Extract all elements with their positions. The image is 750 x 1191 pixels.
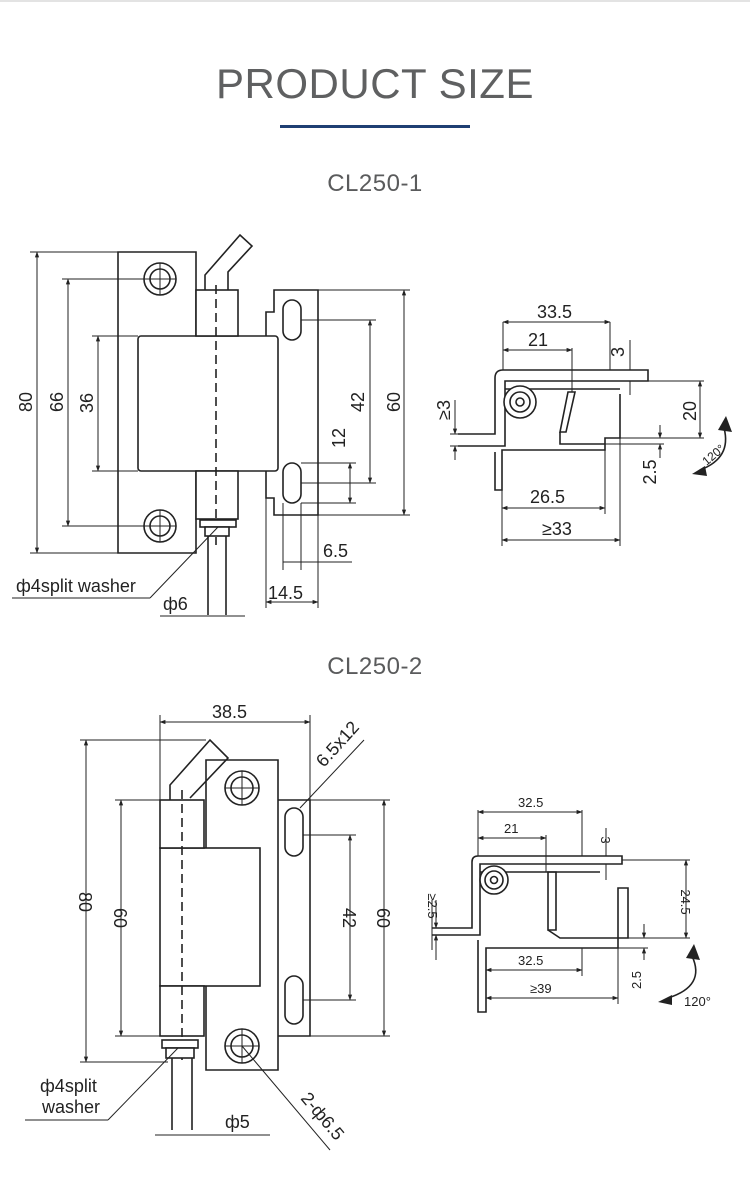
top-divider [0,0,750,2]
m2-dim-holes: 2-ф6.5 [297,1088,348,1144]
m2-top-slot [284,807,304,857]
model1-front-drawing: 80 66 36 42 60 12 6.5 14.5 [12,233,410,617]
m1-side-dim-33-5: 33.5 [537,302,572,322]
model1-side-drawing: 33.5 21 3 ≥3 20 2.5 26.5 ≥33 [434,302,732,546]
m2-side-angle: 120° [684,994,711,1009]
m2-split-washer [161,1039,199,1049]
m1-dim-14-5: 14.5 [268,583,303,603]
m2-dim-38-5: 38.5 [212,702,247,722]
m1-top-slot [282,299,302,341]
m1-dim-6-5: 6.5 [323,541,348,561]
m1-hinge-body [137,335,279,472]
m1-side-dim-ge33: ≥33 [542,519,572,539]
m1-side-dim-26-5: 26.5 [530,487,565,507]
model2-front-drawing: 38.5 6.5x12 80 60 42 60 ф4split washer ф… [25,702,393,1151]
m1-side-dim-ge3: ≥3 [434,400,454,420]
m2-side-dim-2-5: 2.5 [629,971,644,989]
m1-side-dim-2-5: 2.5 [640,459,660,484]
m2-right-leaf [278,799,311,1037]
m2-dim-slot: 6.5x12 [312,717,363,771]
m1-bottom-slot [282,462,302,504]
m1-dim-80: 80 [16,392,36,412]
page-title: PRODUCT SIZE [216,60,534,107]
m2-side-dim-32-5-top: 32.5 [518,795,543,810]
m2-dim-80: 80 [75,892,95,912]
m2-dim-60-left: 60 [110,908,130,928]
m2-washer-line2: washer [41,1097,100,1117]
m2-side-dim-24-5: 24.5 [678,889,693,914]
m2-side-dim-ge39: ≥39 [530,981,552,996]
m1-dim-36: 36 [77,393,97,413]
title-underline [280,125,470,128]
m2-rotation-arrow [667,955,697,999]
m2-side-dim-ge2-5: ≥2.5 [425,893,440,918]
m1-dim-42: 42 [348,392,368,412]
m2-side-pin [479,865,509,895]
m2-pin-handle [169,738,230,800]
m2-bottom-slot [284,975,304,1025]
m2-side-upper-leaf [432,855,623,936]
m1-dim-phi6: ф6 [163,594,188,614]
m2-washer-line1: ф4split [40,1076,97,1096]
m1-dim-66: 66 [47,392,67,412]
m2-dim-phi5: ф5 [225,1112,250,1132]
m2-side-dim-3: 3 [598,836,613,843]
m1-pin-handle [204,233,254,290]
m1-side-dim-20: 20 [680,401,700,421]
m2-dim-60-right: 60 [373,908,393,928]
m1-washer-label: ф4split washer [16,576,136,596]
m1-dim-60: 60 [384,392,404,412]
model2-title: CL250-2 [327,653,423,680]
m1-dim-12: 12 [329,428,349,448]
m1-left-leaf [117,251,197,554]
m1-side-dim-21: 21 [528,330,548,350]
m1-side-dim-3: 3 [608,347,628,357]
m2-side-lower-leaf [477,887,629,1013]
m1-split-washer [199,519,237,528]
m1-side-angle: 120° [699,441,727,468]
m2-side-dim-21: 21 [504,821,518,836]
model2-side-drawing: 32.5 21 3 ≥2.5 24.5 32.5 ≥39 2.5 [425,795,711,1013]
m1-top-knuckle [195,289,239,337]
m1-side-pin [503,385,537,419]
m2-side-dim-32-5-bottom: 32.5 [518,953,543,968]
m2-dim-42: 42 [339,908,359,928]
m1-bottom-knuckle [195,470,239,520]
m2-hinge-body [159,847,261,987]
model1-title: CL250-1 [327,170,423,197]
